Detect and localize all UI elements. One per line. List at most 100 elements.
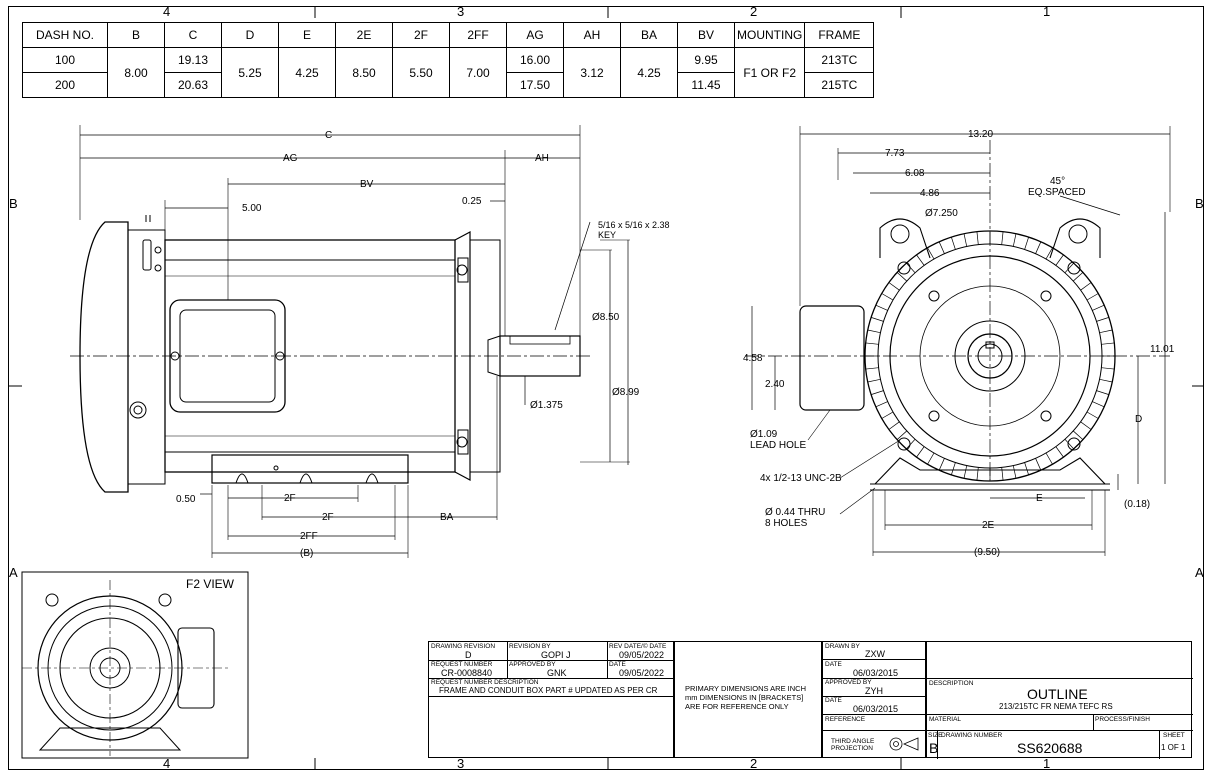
primary-dims-note: PRIMARY DIMENSIONS ARE INCH mm DIMENSION…: [674, 641, 822, 758]
material-label: MATERIAL: [929, 716, 962, 723]
approved-by: GNK: [547, 668, 567, 678]
date3: 06/03/2015: [853, 704, 899, 714]
label-holes: 8 HOLES: [765, 518, 808, 529]
cooling-fin: [1001, 467, 1004, 481]
cooling-fin: [1035, 458, 1042, 471]
cooling-fin: [865, 367, 879, 370]
cooling-fin: [927, 452, 935, 465]
cooling-fin: [867, 378, 881, 383]
dim-1375: Ø1.375: [530, 400, 563, 411]
zone-right-b: B: [1195, 196, 1204, 211]
key-label-2: KEY: [598, 230, 616, 240]
revision-by: GOPI J: [541, 650, 571, 660]
cooling-fin: [1080, 421, 1092, 430]
cooling-fin: [1092, 304, 1105, 311]
cooling-fin: [1072, 430, 1084, 440]
cooling-fin: [1012, 233, 1017, 247]
cell-ba: 4.25: [620, 47, 678, 98]
cooling-fin: [963, 465, 968, 479]
cell-2e: 8.50: [335, 47, 393, 98]
cooling-fin: [1055, 446, 1064, 458]
conduit-box-end: [799, 305, 865, 411]
drawn-by: ZXW: [865, 649, 885, 659]
cooling-fin: [906, 438, 916, 450]
description-block: DESCRIPTION OUTLINE 213/215TC FR NEMA TE…: [926, 641, 1193, 759]
label-thru: Ø 0.44 THRU: [765, 507, 825, 518]
label-45deg: 45°: [1050, 176, 1065, 187]
zone-ticks: [8, 6, 1204, 770]
zone-right-a: A: [1195, 565, 1204, 580]
cell-bv: 9.95: [677, 47, 735, 73]
cooling-fin: [1092, 401, 1105, 408]
drawing-revision: D: [465, 650, 472, 660]
date3-label: DATE: [825, 697, 842, 704]
cooling-fin: [1086, 293, 1099, 301]
cell-bv: 11.45: [677, 72, 735, 98]
dim-458: 4.58: [743, 353, 763, 364]
description-2: 213/215TC FR NEMA TEFC RS: [999, 702, 1113, 711]
cell-2ff: 7.00: [449, 47, 507, 98]
cooling-fin: [1055, 254, 1064, 266]
revision-by-label: REVISION BY: [509, 643, 551, 650]
col-2f: 2F: [392, 22, 450, 48]
zone-top-2: 2: [750, 4, 758, 19]
cooling-fin: [865, 342, 879, 345]
cooling-fin: [963, 233, 968, 247]
cell-dash: 200: [22, 72, 108, 98]
cooling-fin: [875, 304, 888, 311]
drawing-number-label: DRAWING NUMBER: [941, 732, 1003, 739]
cooling-fin: [1099, 329, 1113, 334]
dim-1320: 13.20: [968, 129, 993, 140]
dim-1101: 11.01: [1150, 344, 1175, 355]
label-lead-hole: LEAD HOLE: [750, 440, 806, 451]
label-lead-hole-dia: Ø1.09: [750, 429, 778, 440]
cooling-fin: [1024, 462, 1029, 475]
date-label: DATE: [609, 661, 626, 668]
table-row: 200 20.63 17.50 11.45 215TC: [22, 72, 875, 98]
description-label: DESCRIPTION: [929, 680, 974, 687]
cooling-fin: [881, 293, 894, 301]
cooling-fin: [1101, 342, 1115, 345]
dim-7250: Ø7.250: [925, 208, 958, 219]
cell-d: 5.25: [221, 47, 279, 98]
dim-899: Ø8.99: [612, 387, 640, 398]
f2-view: [21, 571, 249, 759]
cooling-fin: [1080, 282, 1092, 291]
dim-d: D: [1135, 414, 1142, 425]
description: OUTLINE: [1027, 686, 1088, 702]
cooling-fin: [938, 241, 945, 254]
conduit-box: [169, 299, 286, 413]
dim-486: 4.86: [920, 188, 940, 199]
zone-left-b: B: [9, 196, 18, 211]
third-angle-symbol: [889, 737, 919, 751]
cooling-fin: [927, 247, 935, 260]
date2: 06/03/2015: [853, 668, 899, 678]
cooling-fin: [1001, 231, 1004, 245]
cooling-fin: [867, 329, 881, 334]
dim-850: Ø8.50: [592, 312, 620, 323]
cooling-fin: [1045, 247, 1053, 260]
cell-ag: 17.50: [506, 72, 564, 98]
dim-2e: 2E: [982, 520, 995, 531]
cell-frame: 215TC: [804, 72, 875, 98]
end-view: [745, 126, 1171, 556]
key-label: 5/16 x 5/16 x 2.38: [598, 220, 670, 230]
drawn-by-block: DRAWN BY ZXW DATE 06/03/2015 APPROVED BY…: [822, 641, 927, 758]
dim-e: E: [1036, 493, 1043, 504]
dim-2f-b: 2F: [322, 512, 334, 523]
dim-773: 7.73: [885, 148, 905, 159]
req-desc-label: REQUEST NUMBER DESCRIPTION: [431, 679, 539, 686]
drawing-number: SS620688: [1017, 740, 1083, 756]
cell-dash: 100: [22, 47, 108, 73]
cell-frame: 213TC: [804, 47, 875, 73]
zone-top-4: 4: [163, 4, 171, 19]
cooling-fin: [951, 237, 956, 250]
cooling-fin: [1086, 411, 1099, 419]
request-number-label: REQUEST NUMBER: [431, 661, 493, 668]
dim-050: 0.50: [176, 494, 196, 505]
col-bv: BV: [677, 22, 735, 48]
cooling-fin: [896, 272, 908, 282]
cooling-fin: [871, 317, 884, 322]
label-unc: 4x 1/2-13 UNC-2B: [760, 473, 842, 484]
request-number: CR-0008840: [441, 668, 493, 678]
